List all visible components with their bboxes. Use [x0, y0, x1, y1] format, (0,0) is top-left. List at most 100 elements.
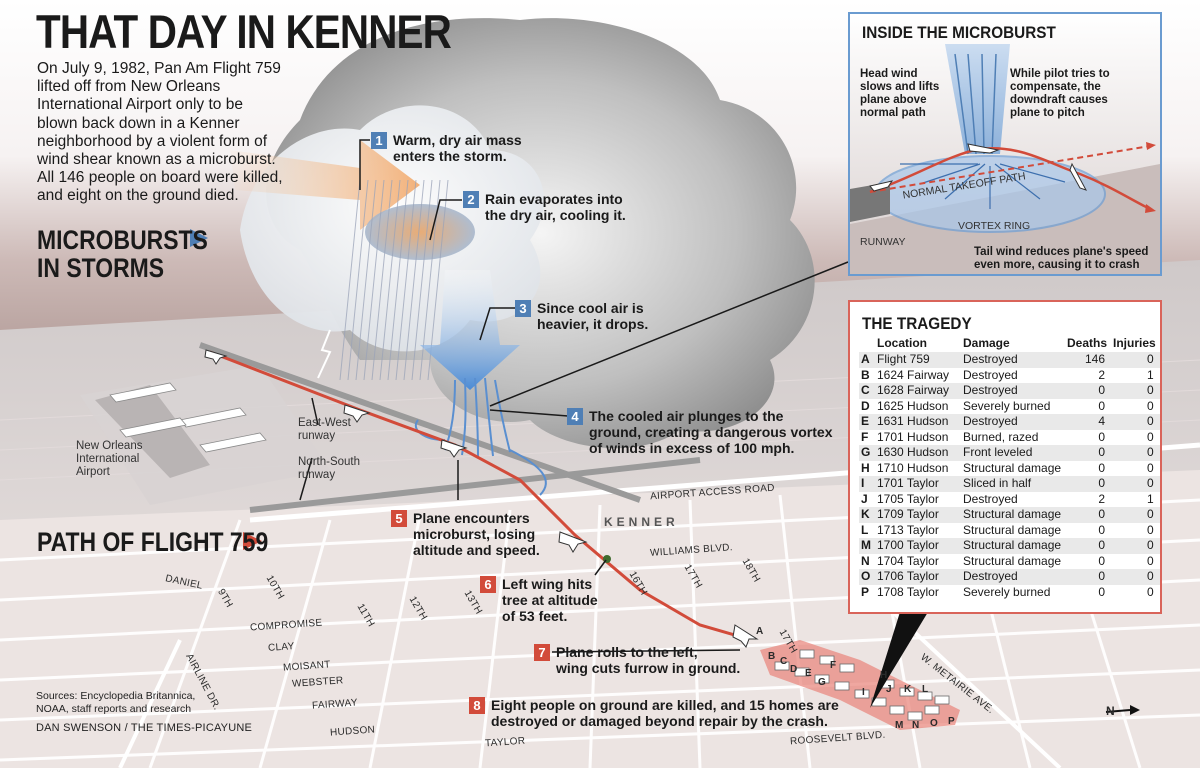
- crash-letter: E: [805, 668, 812, 679]
- step-7-line: Plane rolls to the left,: [556, 644, 698, 660]
- row-damage: Destroyed: [963, 491, 1018, 506]
- row-deaths: 0: [1065, 476, 1112, 492]
- row-injuries: 1: [1147, 491, 1154, 506]
- row-damage: Structural damage: [963, 553, 1062, 568]
- step-5-number: 5: [391, 510, 407, 527]
- tragedy-title: THE TRAGEDY: [862, 314, 972, 333]
- inset-note-line: plane to pitch: [1010, 107, 1085, 119]
- step-6-line: tree at altitude: [502, 592, 598, 608]
- row-letter: L: [861, 522, 869, 537]
- row-damage: Severely burned: [963, 584, 1051, 599]
- crash-letter: K: [904, 684, 912, 695]
- row-injuries: 0: [1147, 584, 1154, 599]
- row-deaths: 0: [1065, 383, 1112, 399]
- step-5-line: microburst, losing: [413, 526, 536, 542]
- row-deaths: 2: [1098, 491, 1106, 506]
- runway-label-line: runway: [298, 430, 336, 442]
- row-injuries: 0: [1111, 476, 1160, 492]
- row-deaths: 0: [1098, 522, 1106, 537]
- sources-line: Sources: Encyclopedia Britannica,: [36, 690, 196, 702]
- inset-note-line: Head wind: [860, 68, 918, 80]
- crash-letter: A: [756, 626, 764, 637]
- step-3-line: Since cool air is: [537, 300, 644, 316]
- north-south-runway-label: North-South runway: [298, 456, 360, 482]
- row-letter: H: [861, 460, 870, 475]
- inset-runway: RUNWAY: [860, 236, 906, 248]
- row-letter: J: [861, 491, 868, 506]
- inset-microburst: INSIDE THE MICROBURST Head wind slows an…: [848, 12, 1162, 276]
- row-letter: D: [861, 398, 870, 413]
- row-location: 1706 Taylor: [875, 569, 961, 585]
- airport-label-line: International: [76, 453, 140, 465]
- row-location: 1710 Hudson: [877, 460, 949, 475]
- inset-note-line: normal path: [860, 107, 926, 119]
- sources: Sources: Encyclopedia Britannica, NOAA, …: [36, 690, 195, 715]
- row-deaths: 0: [1098, 398, 1106, 413]
- airport-label-line: Airport: [76, 466, 110, 478]
- row-letter: P: [861, 584, 870, 599]
- row-damage: Destroyed: [963, 367, 1018, 382]
- step-4-line: of winds in excess of 100 mph.: [589, 440, 795, 456]
- inset-note-line: compensate, the: [1010, 81, 1101, 93]
- row-location: 1701 Taylor: [875, 476, 961, 492]
- runway-label-line: East-West: [298, 417, 351, 429]
- north-arrow-label: N: [1106, 704, 1115, 718]
- row-deaths: 0: [1098, 553, 1106, 568]
- inset-tail-wind: Tail wind reduces plane's speed even mor…: [974, 246, 1148, 272]
- row-letter: O: [859, 569, 875, 585]
- section-path: PATH OF FLIGHT 759: [37, 527, 269, 557]
- row-letter: M: [859, 538, 875, 554]
- tragedy-header-row: Location Damage Deaths Injuries: [859, 336, 1160, 352]
- header-damage: Damage: [963, 336, 1010, 350]
- crash-letter: H: [880, 670, 888, 681]
- runway-label-line: runway: [298, 469, 336, 481]
- row-damage: Structural damage: [961, 538, 1065, 554]
- row-damage: Structural damage: [963, 522, 1062, 537]
- header-location: Location: [877, 336, 927, 350]
- crash-letter: P: [948, 716, 955, 727]
- row-location: 1700 Taylor: [875, 538, 961, 554]
- step-2-line: Rain evaporates into: [485, 191, 623, 207]
- row-location: 1628 Fairway: [875, 383, 961, 399]
- row-damage: Structural damage: [961, 507, 1065, 523]
- row-injuries: 0: [1147, 460, 1154, 475]
- step-2-number: 2: [463, 191, 479, 208]
- inset-note-line: While pilot tries to: [1010, 68, 1110, 80]
- row-deaths: 0: [1065, 569, 1112, 585]
- step-8-number: 8: [469, 697, 485, 714]
- row-location: 1624 Fairway: [877, 367, 950, 382]
- crash-letter: C: [780, 656, 788, 667]
- row-letter: B: [861, 367, 870, 382]
- step-1-line: Warm, dry air mass: [393, 132, 522, 148]
- table-row: J 1705 Taylor Destroyed 2 1: [859, 492, 1160, 508]
- row-location: 1709 Taylor: [875, 507, 961, 523]
- step-5-line: Plane encounters: [413, 510, 530, 526]
- row-location: 1625 Hudson: [877, 398, 949, 413]
- step-3-number: 3: [515, 300, 531, 317]
- row-deaths: 0: [1098, 460, 1106, 475]
- row-location: 1705 Taylor: [877, 491, 939, 506]
- row-injuries: 0: [1111, 538, 1160, 554]
- row-injuries: 0: [1111, 352, 1160, 368]
- row-damage: Severely burned: [963, 398, 1051, 413]
- step-6-line: Left wing hits: [502, 576, 593, 592]
- row-injuries: 0: [1111, 414, 1160, 430]
- intro-paragraph: On July 9, 1982, Pan Am Flight 759 lifte…: [37, 60, 283, 205]
- inset-note-line: slows and lifts: [860, 81, 940, 93]
- headline: THAT DAY IN KENNER: [36, 5, 452, 58]
- row-letter: N: [861, 553, 870, 568]
- row-deaths: 0: [1098, 429, 1106, 444]
